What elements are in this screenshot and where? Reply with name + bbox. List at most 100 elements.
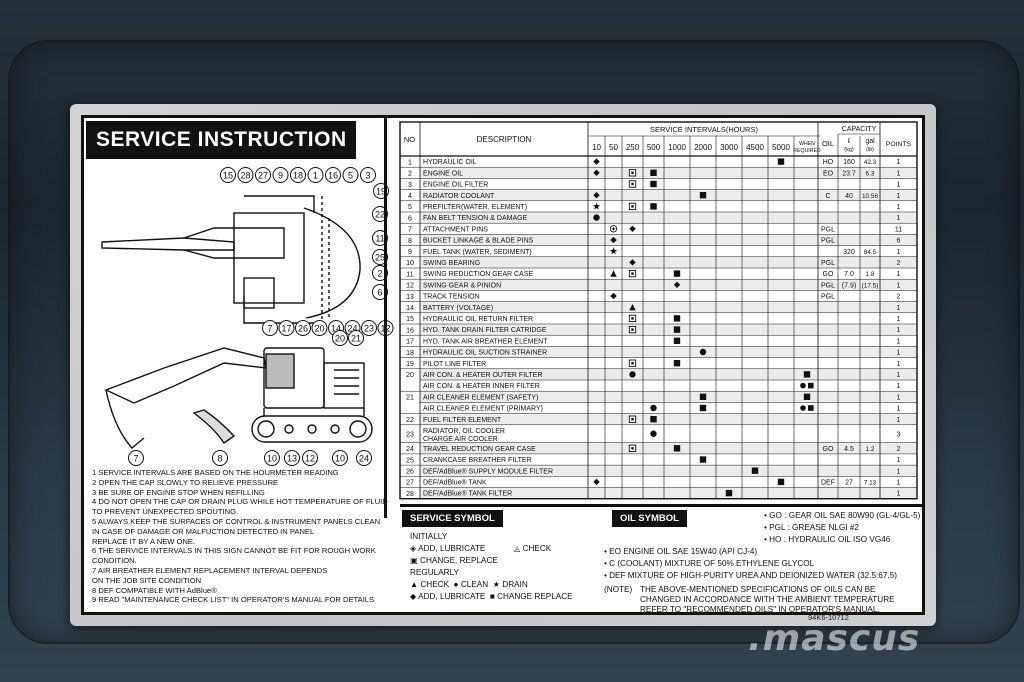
note-line: 4 DO NOT OPEN THE CAP OR DRAIN PLUG WHIL… — [92, 497, 388, 507]
row-description: SWING REDUCTION GEAR CASE — [423, 271, 533, 278]
row-points: 6 — [897, 238, 901, 245]
row-points: 1 — [897, 193, 901, 200]
callout-circle — [302, 450, 318, 466]
header-intervals: SERVICE INTERVALS(HOURS) — [650, 125, 758, 134]
bottom-callouts: 717262014242312 — [262, 320, 394, 336]
header-interval-col: 10 — [592, 143, 601, 152]
side-view-diagram — [104, 347, 373, 449]
row-description: AIR CLEANER ELEMENT (SAFETY) — [423, 394, 538, 401]
diamond-icon — [629, 259, 636, 266]
callout-number: 11 — [375, 233, 384, 243]
left-right-divider — [384, 118, 387, 518]
square-icon — [725, 489, 733, 497]
row-description: ENGINE OIL FILTER — [423, 182, 488, 189]
row-number: 19 — [406, 361, 414, 368]
triangle-icon — [610, 270, 617, 277]
callout-number: 1 — [313, 170, 318, 180]
diamond-icon — [610, 292, 617, 300]
row-oil: PGL — [821, 238, 835, 245]
callout-circle — [372, 249, 388, 265]
callout-number: 3 — [365, 170, 370, 180]
callout-number: 26 — [298, 323, 308, 333]
row-points: 1 — [897, 159, 901, 166]
row-oil: EO — [823, 170, 834, 177]
row-points: 1 — [897, 249, 901, 256]
table-border — [399, 121, 918, 500]
table-row: AIR CLEANER ELEMENT (PRIMARY)1 — [423, 404, 901, 413]
circle-icon: ● — [453, 580, 459, 589]
row-shade — [420, 391, 917, 403]
row-points: 1 — [897, 215, 901, 222]
oil-note-line-1: THE ABOVE-MENTIONED SPECIFICATIONS OF OI… — [640, 585, 876, 594]
row-points: 1 — [897, 204, 901, 211]
diamond-icon — [593, 158, 600, 165]
callout-circle — [332, 450, 348, 466]
callout-number: 28 — [240, 170, 250, 180]
callout-circle — [360, 167, 376, 183]
callout-circle — [307, 167, 324, 183]
oil-note-line-2: CHANGED IN ACCORDANCE WITH THE AMBIENT T… — [640, 595, 895, 604]
row-capacity-l: (7.9) — [842, 282, 856, 289]
circle-icon — [800, 382, 806, 389]
row-shade — [420, 279, 917, 291]
row-description: TRAVEL REDUCTION GEAR CASE — [423, 446, 536, 453]
check-square-dot — [631, 317, 634, 320]
oil-def: • DEF MIXTURE OF HIGH-PURITY UREA AND DE… — [604, 571, 897, 580]
callout-number: 24 — [347, 323, 357, 333]
row-description: CRANKCASE BREATHER FILTER — [423, 457, 532, 464]
square-icon — [673, 270, 681, 277]
note-line: 6 THE SERVICE INTERVALS IN THIS SIGN CAN… — [92, 546, 376, 556]
row-capacity-gal: 6.3 — [866, 170, 875, 177]
diamond-icon — [673, 281, 681, 288]
callout-number: 24 — [359, 453, 369, 463]
row-number: 14 — [406, 305, 414, 312]
note-line: TO PREVENT UNEXPECTED SPOUTING. — [92, 507, 239, 517]
row-description: HYDRAULIC OIL SUCTION STRAINER — [423, 350, 547, 357]
square-icon — [650, 169, 657, 176]
legend-add-regular: ◆ ADD, LUBRICATE ■ CHANGE REPLACE — [410, 591, 573, 602]
row-number: 12 — [406, 283, 414, 290]
row-description: HYD. TANK AIR BREATHER ELEMENT — [423, 338, 548, 345]
row-number: 24 — [406, 446, 414, 453]
square-icon — [650, 203, 657, 210]
note-line: 8 DEF COMPATIBLE WITH AdBlue® — [92, 585, 217, 595]
row-shade — [420, 324, 917, 336]
header-interval-col: REQUIRED — [793, 148, 821, 154]
note-line: 3 BE SURE OF ENGINE STOP WHEN REFILLING — [92, 487, 265, 497]
triangle-icon — [629, 304, 636, 311]
row-number: 1 — [408, 159, 412, 166]
row-capacity-gal: 7.13 — [864, 480, 877, 487]
square-icon: ■ — [489, 592, 495, 601]
row-shade — [420, 212, 917, 224]
row-points: 1 — [897, 457, 901, 464]
header-interval-col: 4500 — [746, 143, 764, 152]
change-icon: ▣ — [410, 556, 418, 565]
square-icon — [699, 404, 707, 412]
row-points: 3 — [897, 431, 901, 438]
row-number: 27 — [406, 480, 414, 487]
callout-circle — [295, 320, 311, 336]
row-points: 2 — [897, 294, 901, 301]
callout-number: 7 — [267, 323, 272, 333]
callout-number: 22 — [375, 209, 385, 219]
plate-title: SERVICE INSTRUCTION — [86, 121, 356, 159]
legend-change-regular-label: CHANGE REPLACE — [497, 592, 573, 601]
row-capacity-gal: 42.3 — [864, 159, 877, 166]
row-number: 10 — [406, 260, 414, 267]
callout-circle — [372, 230, 388, 246]
row-capacity-l: 40 — [845, 193, 853, 200]
